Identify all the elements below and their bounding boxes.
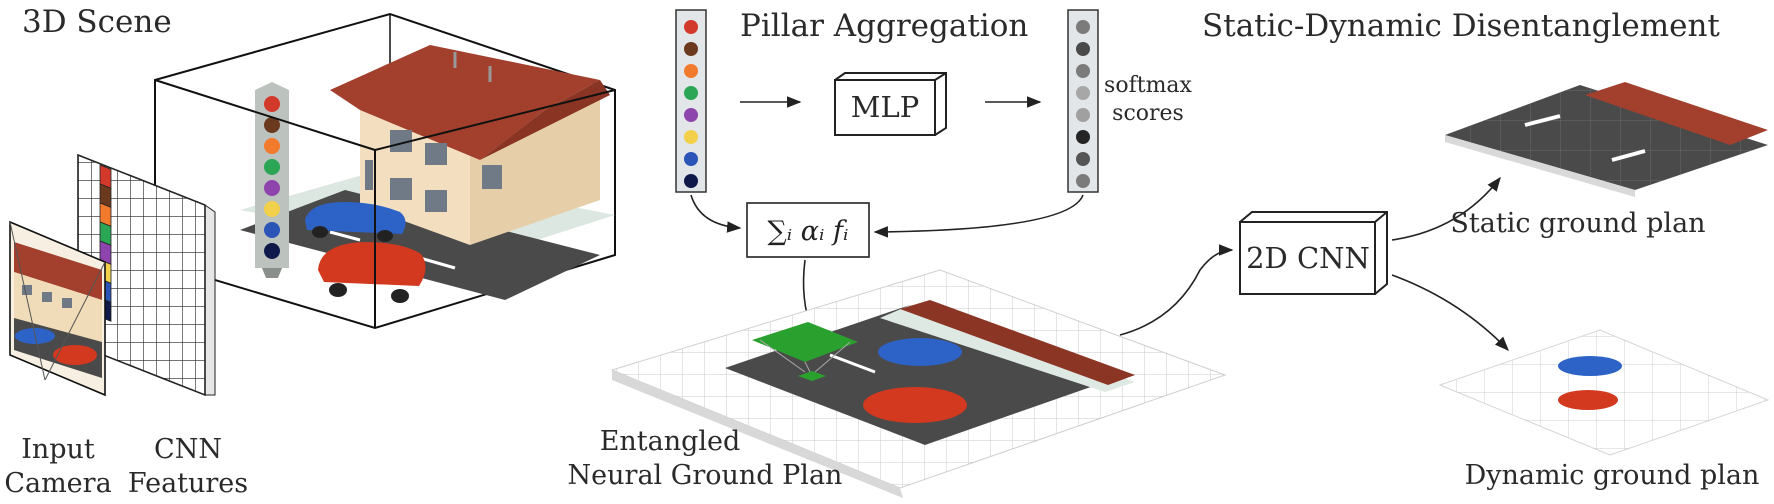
score-dot	[1076, 152, 1090, 166]
cnn2d-box: 2D CNN	[1239, 211, 1388, 295]
arrow-to-dynamic	[1391, 274, 1509, 352]
scene-label: 3D Scene	[22, 4, 172, 40]
scene-box-front	[154, 79, 616, 328]
mlp-label: MLP	[851, 90, 919, 124]
car-icon	[1558, 356, 1622, 376]
car-icon	[863, 387, 967, 423]
arrow-features-to-sum	[690, 194, 742, 233]
pillar-dot	[264, 222, 280, 238]
cnn-features-label-1: CNN	[154, 434, 222, 465]
arrow-scores-to-sum	[873, 194, 1084, 238]
feature-vector	[675, 9, 707, 193]
car-icon	[305, 202, 406, 234]
scene-cars	[305, 202, 426, 303]
feature-dot	[684, 108, 698, 122]
score-dot	[1076, 42, 1090, 56]
input-camera-label-1: Input	[21, 434, 95, 465]
feature-dot	[684, 86, 698, 100]
pillar-aggregation-title: Pillar Aggregation	[740, 8, 1028, 44]
score-vector	[1067, 9, 1099, 193]
feature-dot	[684, 64, 698, 78]
disentanglement-title: Static-Dynamic Disentanglement	[1202, 8, 1720, 44]
score-dot	[1076, 20, 1090, 34]
arrow-to-static	[1391, 176, 1501, 241]
weighted-sum-box: ∑ᵢ αᵢ fᵢ	[746, 202, 870, 258]
score-dot	[1076, 108, 1090, 122]
mlp-box: MLP	[834, 72, 947, 136]
feature-pillar	[255, 82, 289, 278]
feature-dot	[684, 130, 698, 144]
softmax-label-1: softmax	[1104, 73, 1192, 98]
softmax-label-2: scores	[1112, 101, 1184, 126]
dynamic-plan-label: Dynamic ground plan	[1465, 460, 1760, 491]
pillar-dot	[264, 138, 280, 154]
feature-dot	[684, 152, 698, 166]
pillar-dot	[264, 159, 280, 175]
arrow-plan-to-cnn	[1119, 244, 1234, 336]
car-icon	[318, 242, 426, 286]
cnn-feature-grid	[77, 153, 216, 397]
house	[330, 45, 610, 245]
score-dot	[1076, 64, 1090, 78]
car-icon	[1558, 390, 1618, 410]
pillar-dot	[264, 201, 280, 217]
dynamic-ground-plan	[1438, 329, 1770, 456]
input-camera-image	[9, 220, 106, 397]
entangled-ground-plan	[610, 269, 1227, 498]
entangled-label-1: Entangled	[600, 426, 741, 457]
entangled-label-2: Neural Ground Plan	[568, 460, 843, 491]
static-ground-plan	[1445, 82, 1768, 197]
input-camera-label-2: Camera	[4, 468, 111, 499]
car-icon	[878, 338, 962, 366]
pillar-dot	[264, 243, 280, 259]
feature-dot	[684, 174, 698, 188]
pillar-dot	[264, 180, 280, 196]
weighted-sum-formula: ∑ᵢ αᵢ fᵢ	[768, 216, 849, 247]
score-dot	[1076, 130, 1090, 144]
static-plan-label: Static ground plan	[1450, 208, 1705, 239]
pillar-dot	[264, 96, 280, 112]
feature-dot	[684, 20, 698, 34]
pillar-dot	[264, 117, 280, 133]
feature-dot	[684, 42, 698, 56]
score-dot	[1076, 86, 1090, 100]
score-dot	[1076, 174, 1090, 188]
cnn-features-label-2: Features	[128, 468, 248, 499]
cnn2d-label: 2D CNN	[1246, 241, 1370, 275]
